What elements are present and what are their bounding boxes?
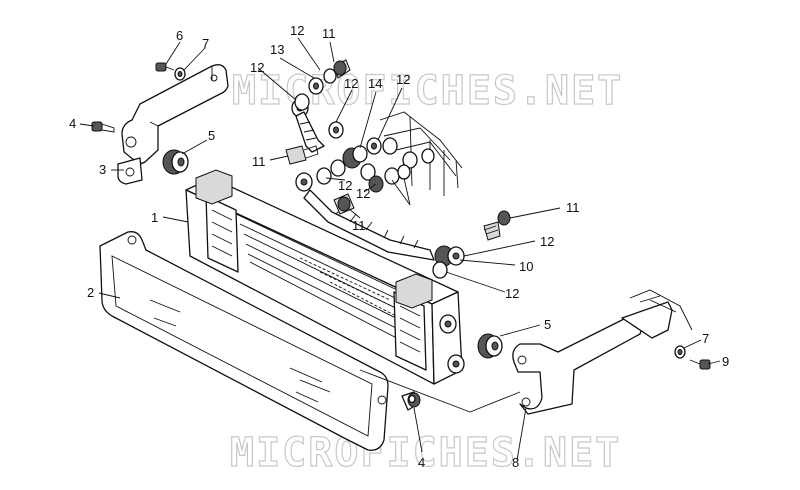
callout-5: 5 bbox=[208, 128, 215, 143]
callout-9: 9 bbox=[722, 354, 729, 369]
bolt-11-right bbox=[483, 210, 511, 241]
washer-7-right bbox=[674, 345, 686, 359]
callout-10: 10 bbox=[519, 259, 533, 274]
callout-14: 14 bbox=[368, 76, 382, 91]
callout-11: 11 bbox=[252, 154, 266, 169]
callout-13: 13 bbox=[270, 42, 284, 57]
watermark-bottom: MICROFICHES.NET bbox=[230, 430, 621, 476]
callout-12: 12 bbox=[505, 286, 519, 301]
washer-12-a bbox=[294, 93, 310, 111]
callout-12: 12 bbox=[356, 186, 370, 201]
bolt-6 bbox=[155, 62, 175, 72]
washer-12-b bbox=[328, 121, 344, 139]
callout-7: 7 bbox=[702, 331, 709, 346]
callout-11: 11 bbox=[566, 200, 580, 215]
bolt-11-mid bbox=[285, 145, 319, 165]
callout-12: 12 bbox=[250, 60, 264, 75]
grommet-5-left bbox=[162, 149, 189, 175]
engine-detail bbox=[379, 111, 463, 196]
bolt-4-left bbox=[91, 121, 115, 133]
oil-cooler bbox=[185, 169, 465, 385]
bolt-11-top bbox=[323, 59, 351, 84]
callout-4: 4 bbox=[69, 116, 76, 131]
leader-lines bbox=[79, 37, 721, 461]
fitting-14 bbox=[342, 137, 382, 169]
right-bracket bbox=[512, 289, 693, 415]
banjo-13 bbox=[308, 77, 324, 95]
callout-12: 12 bbox=[540, 234, 554, 249]
washer-7-left bbox=[174, 67, 186, 81]
grommet-5-right bbox=[477, 333, 503, 359]
protection-grille bbox=[99, 231, 389, 451]
callout-12: 12 bbox=[396, 72, 410, 87]
callout-1: 1 bbox=[151, 210, 158, 225]
callout-6: 6 bbox=[176, 28, 183, 43]
callout-12: 12 bbox=[338, 178, 352, 193]
callout-labels: 6 7 4 3 5 1 2 4 8 5 7 9 12 11 13 12 12 1… bbox=[69, 23, 729, 470]
left-bracket bbox=[117, 64, 229, 185]
callout-11: 11 bbox=[322, 26, 336, 41]
callout-12: 12 bbox=[344, 76, 358, 91]
callout-8: 8 bbox=[512, 455, 519, 470]
bolt-4-bottom bbox=[401, 391, 421, 411]
watermark-top: MICROFICHES.NET bbox=[232, 68, 623, 114]
bolt-9 bbox=[689, 359, 711, 370]
callout-4: 4 bbox=[418, 455, 425, 470]
callout-12: 12 bbox=[290, 23, 304, 38]
callout-7: 7 bbox=[202, 36, 209, 51]
callout-5: 5 bbox=[544, 317, 551, 332]
callout-3: 3 bbox=[99, 162, 106, 177]
callout-11: 11 bbox=[352, 218, 366, 233]
callout-2: 2 bbox=[87, 285, 94, 300]
